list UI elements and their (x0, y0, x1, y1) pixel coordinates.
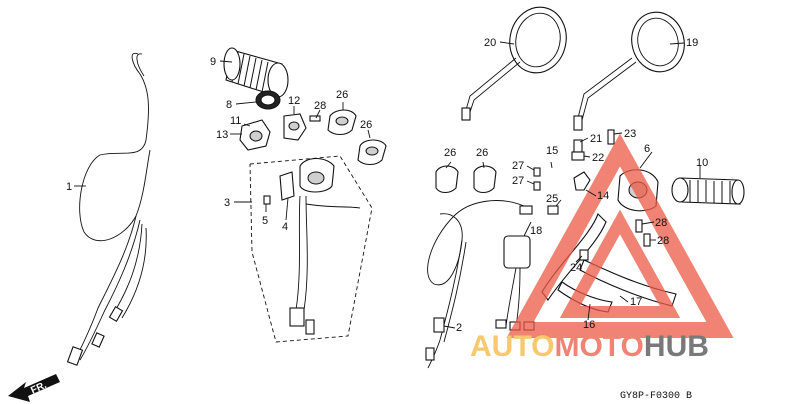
callout-26-top: 26 (336, 89, 348, 101)
callout-12: 12 (288, 95, 300, 107)
watermark-moto: MOTO (554, 330, 643, 363)
callout-18: 18 (530, 225, 542, 237)
throttle-housing (239, 109, 387, 166)
callout-6: 6 (644, 143, 650, 155)
throttle-grip (223, 47, 289, 110)
callout-10: 10 (696, 157, 708, 169)
callout-8: 8 (226, 99, 232, 111)
mirror-left (461, 6, 567, 121)
callout-26-mid: 26 (360, 119, 372, 131)
callout-26-right: 26 (476, 147, 488, 159)
brake-cable (425, 200, 533, 369)
callout-23: 23 (624, 128, 636, 140)
callout-20: 20 (484, 37, 496, 49)
callout-22: 22 (592, 152, 604, 164)
callout-15: 15 (546, 145, 558, 157)
callout-28-lower-right: 28 (657, 235, 669, 247)
callout-3: 3 (224, 197, 230, 209)
callout-13: 13 (216, 129, 228, 141)
watermark-auto: AUTO (470, 330, 554, 363)
callout-16: 16 (583, 319, 595, 331)
callout-28-top: 28 (314, 100, 326, 112)
callout-27-upper: 27 (512, 160, 524, 172)
callout-25: 25 (546, 193, 558, 205)
left-grip (671, 177, 745, 205)
diagram-code: GY8P-F0300 B (620, 391, 692, 402)
callout-28-upper-right: 28 (655, 217, 667, 229)
callout-14: 14 (597, 190, 609, 202)
front-direction-arrow: FR. (8, 374, 60, 402)
throttle-cable (66, 52, 151, 366)
callout-labels: 1 2 3 4 5 6 8 9 10 11 12 13 14 15 16 17 … (66, 37, 708, 334)
callout-4: 4 (282, 221, 288, 233)
callout-9: 9 (210, 56, 216, 68)
callout-26-left: 26 (444, 147, 456, 159)
callout-5: 5 (262, 215, 268, 227)
mirror-right (573, 11, 685, 131)
callout-19: 19 (686, 37, 698, 49)
callout-24: 24 (570, 262, 582, 274)
callout-11: 11 (230, 115, 241, 127)
callout-27-lower: 27 (512, 175, 524, 187)
watermark-hub: HUB (644, 330, 709, 363)
clamp-pair (435, 165, 497, 194)
callout-1: 1 (66, 181, 72, 193)
watermark-logo: AUTOMOTOHUB (470, 133, 734, 363)
callout-21: 21 (590, 133, 602, 145)
svg-text:AUTOMOTOHUB: AUTOMOTOHUB (470, 330, 709, 363)
leader-lines (74, 41, 701, 329)
switch-assembly (249, 155, 373, 343)
callout-2: 2 (456, 322, 462, 334)
callout-17: 17 (630, 296, 642, 308)
